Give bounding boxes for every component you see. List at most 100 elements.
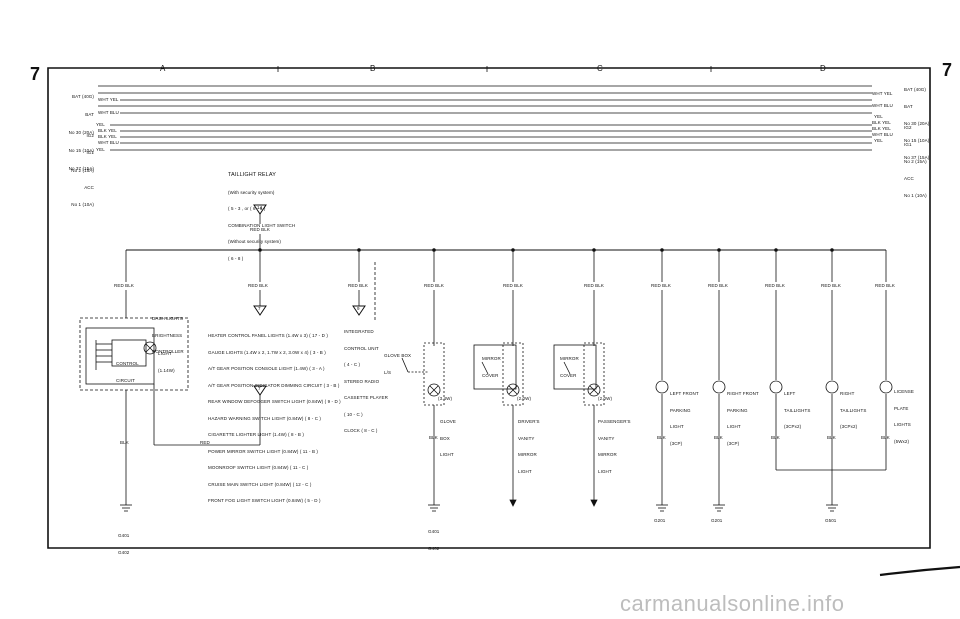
bus-label: No 1 (10A) <box>904 193 927 198</box>
title-line: DASH LIGHTS <box>152 316 184 321</box>
frame-border <box>47 67 931 549</box>
bus-label: BAT (40G) <box>904 87 926 92</box>
driver-watt: (2.0W) <box>517 396 532 401</box>
lamp-line: PLATE <box>894 405 909 411</box>
bus-label: No 15 (10A) <box>904 138 930 143</box>
dash-controller-title: DASH LIGHTS BRIGHTNESS CONTROLLER <box>152 305 184 360</box>
right-wire-color: WHT BLU <box>872 132 893 137</box>
heater-top-pin: 7 <box>258 306 261 311</box>
list-item: REAR WINDOW DEFOGGER SWITCH LIGHT (0.84W… <box>208 399 341 404</box>
glove-line: BOX <box>440 435 450 441</box>
pass-line: LIGHT <box>598 468 612 474</box>
cover-line: COVER <box>482 372 499 378</box>
relay-line: (With security system) <box>228 189 275 195</box>
ground-g201-lf: G201 <box>654 518 666 523</box>
left-bus-labels-ign: IG2 IG1 No 2 (15A) ACC No 1 (10A) <box>52 122 94 213</box>
icu-line: ( 4 - C ) <box>344 362 361 367</box>
illumination-list: HEATER CONTROL PANEL LIGHTS (1.4W x 3) (… <box>208 322 341 509</box>
bus-label: No 37 (15A) <box>904 155 930 160</box>
icu-line: CLOCK ( 8 - C ) <box>344 428 378 433</box>
glove-line: GLOVE <box>440 419 457 424</box>
ground-line: G401 <box>118 533 130 538</box>
wire-red-controller: RED <box>200 440 210 445</box>
bus-label: BAT <box>85 112 94 117</box>
control-circuit-label: CONTROL CIRCUIT <box>116 350 139 389</box>
lamp-line: (3CP) <box>670 440 683 446</box>
driver-line: MIRROR <box>518 452 537 457</box>
ground-g401-left <box>120 504 132 512</box>
lf-parking-label: LEFT FRONT PARKING LIGHT (3CP) <box>670 380 699 452</box>
branch-drops <box>125 248 887 282</box>
relay-arrow <box>253 204 267 215</box>
right-wire-color: BLK YEL <box>872 120 891 125</box>
heater-connector-bottom <box>253 385 267 396</box>
cover-line: MIRROR <box>560 356 579 361</box>
title-line: BRIGHTNESS <box>152 332 183 338</box>
icu-label: INTEGRATED CONTROL UNIT ( 4 - C ) STEREO… <box>344 318 388 439</box>
switch-line: GLOVE BOX <box>384 353 412 358</box>
bus-label: IG1 <box>904 142 912 147</box>
relay-line: ( 6 - 8 ) <box>228 255 244 261</box>
wire-blk-lic: BLK <box>881 435 890 440</box>
wire-rf-park: RED BLK <box>708 283 728 288</box>
lamp-line: LEFT FRONT <box>670 391 699 396</box>
wire-dash: RED BLK <box>114 283 134 288</box>
bus-label: No 2 (15A) <box>71 167 94 173</box>
right-bus-labels-ign: IG2 IG1 No 2 (15A) ACC No 1 (10A) <box>904 114 927 204</box>
pass-line: PASSENGER'S <box>598 419 631 424</box>
wire-blk-lf: BLK <box>657 435 666 440</box>
glove-switch-label: GLOVE BOX L/S <box>384 342 411 381</box>
list-item: CRUISE MAIN SWITCH LIGHT (0.84W) ( 12 - … <box>208 481 312 487</box>
pass-line: VANITY <box>598 435 615 441</box>
list-item: MOONROOF SWITCH LIGHT (0.84W) ( 11 - C ) <box>208 465 309 470</box>
license-light-label: LICENSE PLATE LIGHTS (5Wx2) <box>894 378 914 450</box>
driver-line: LIGHT <box>518 468 532 474</box>
passenger-watt: (2.0W) <box>598 396 613 401</box>
bus-label: No 2 (15A) <box>904 159 927 164</box>
bus-label: BAT (40G) <box>72 94 94 99</box>
heater-bottom-pin: 7 <box>258 386 261 391</box>
wire-license: RED BLK <box>875 283 895 288</box>
lamp-line: RIGHT FRONT <box>727 391 759 396</box>
wire-pass-mirror: RED BLK <box>584 283 604 288</box>
list-item: HAZARD WARNING SWITCH LIGHT (0.84W) ( 8 … <box>208 415 322 421</box>
glove-watt: (3.4W) <box>438 396 453 401</box>
lamp-line: LIGHT <box>670 424 684 429</box>
light-line: LIGHT <box>158 351 172 356</box>
icu-line: ( 10 - C ) <box>344 411 363 417</box>
left-wire-color: YEL <box>96 147 105 152</box>
lamp-line: PARKING <box>727 407 748 413</box>
bus-label: IG2 <box>904 125 912 130</box>
bus-label: ACC <box>84 184 94 190</box>
bus-label: No 15 (10A) <box>68 148 94 153</box>
relay-title: TAILLIGHT RELAY <box>228 172 276 178</box>
left-bus-labels: BAT (40G) BAT No 30 (20A) No 15 (10A) No… <box>52 83 94 177</box>
driver-line: DRIVER'S <box>518 419 540 424</box>
relay-pin: 14 <box>257 205 263 210</box>
right-bus-labels: BAT (40G) BAT No 30 (20A) No 15 (10A) No… <box>904 76 929 166</box>
relay-line: COMBINATION LIGHT SWITCH <box>228 222 296 228</box>
page-number-right: 7 <box>942 60 953 80</box>
watermark: carmanualsonline.info <box>620 591 845 616</box>
dash-light-label: LIGHT (1.14W) <box>158 340 175 379</box>
scan-streak <box>879 565 960 577</box>
lamp-branches <box>655 290 893 505</box>
wire-l-tail: RED BLK <box>765 283 785 288</box>
passenger-mirror-branch <box>553 290 605 507</box>
wire-blk-glove: BLK <box>429 435 438 440</box>
glove-box-branch <box>401 290 445 512</box>
lamp-line: LEFT <box>784 391 796 396</box>
wire-heater: RED BLK <box>248 283 268 288</box>
wire-lf-park: RED BLK <box>651 283 671 288</box>
ground-line: G402 <box>428 545 440 551</box>
passenger-mirror-label: PASSENGER'S VANITY MIRROR LIGHT <box>598 408 631 480</box>
right-taillights-label: RIGHT TAILLIGHTS (3CPx2) <box>840 380 866 435</box>
wire-glove: RED BLK <box>424 283 444 288</box>
icu-line: CASSETTE PLAYER <box>344 395 388 400</box>
list-item: POWER MIRROR SWITCH LIGHT (0.84W) ( 11 -… <box>208 448 318 454</box>
lamp-grounds <box>656 504 838 512</box>
list-item: A/T GEAR POSITION CONSOLE LIGHT (1.4W) (… <box>208 366 325 371</box>
lamp-line: (5Wx2) <box>894 438 910 444</box>
list-item: GAUGE LIGHTS (1.4W x 2, 1.7W x 2, 3.0W x… <box>208 349 326 355</box>
right-wire-color: YEL <box>874 114 883 119</box>
